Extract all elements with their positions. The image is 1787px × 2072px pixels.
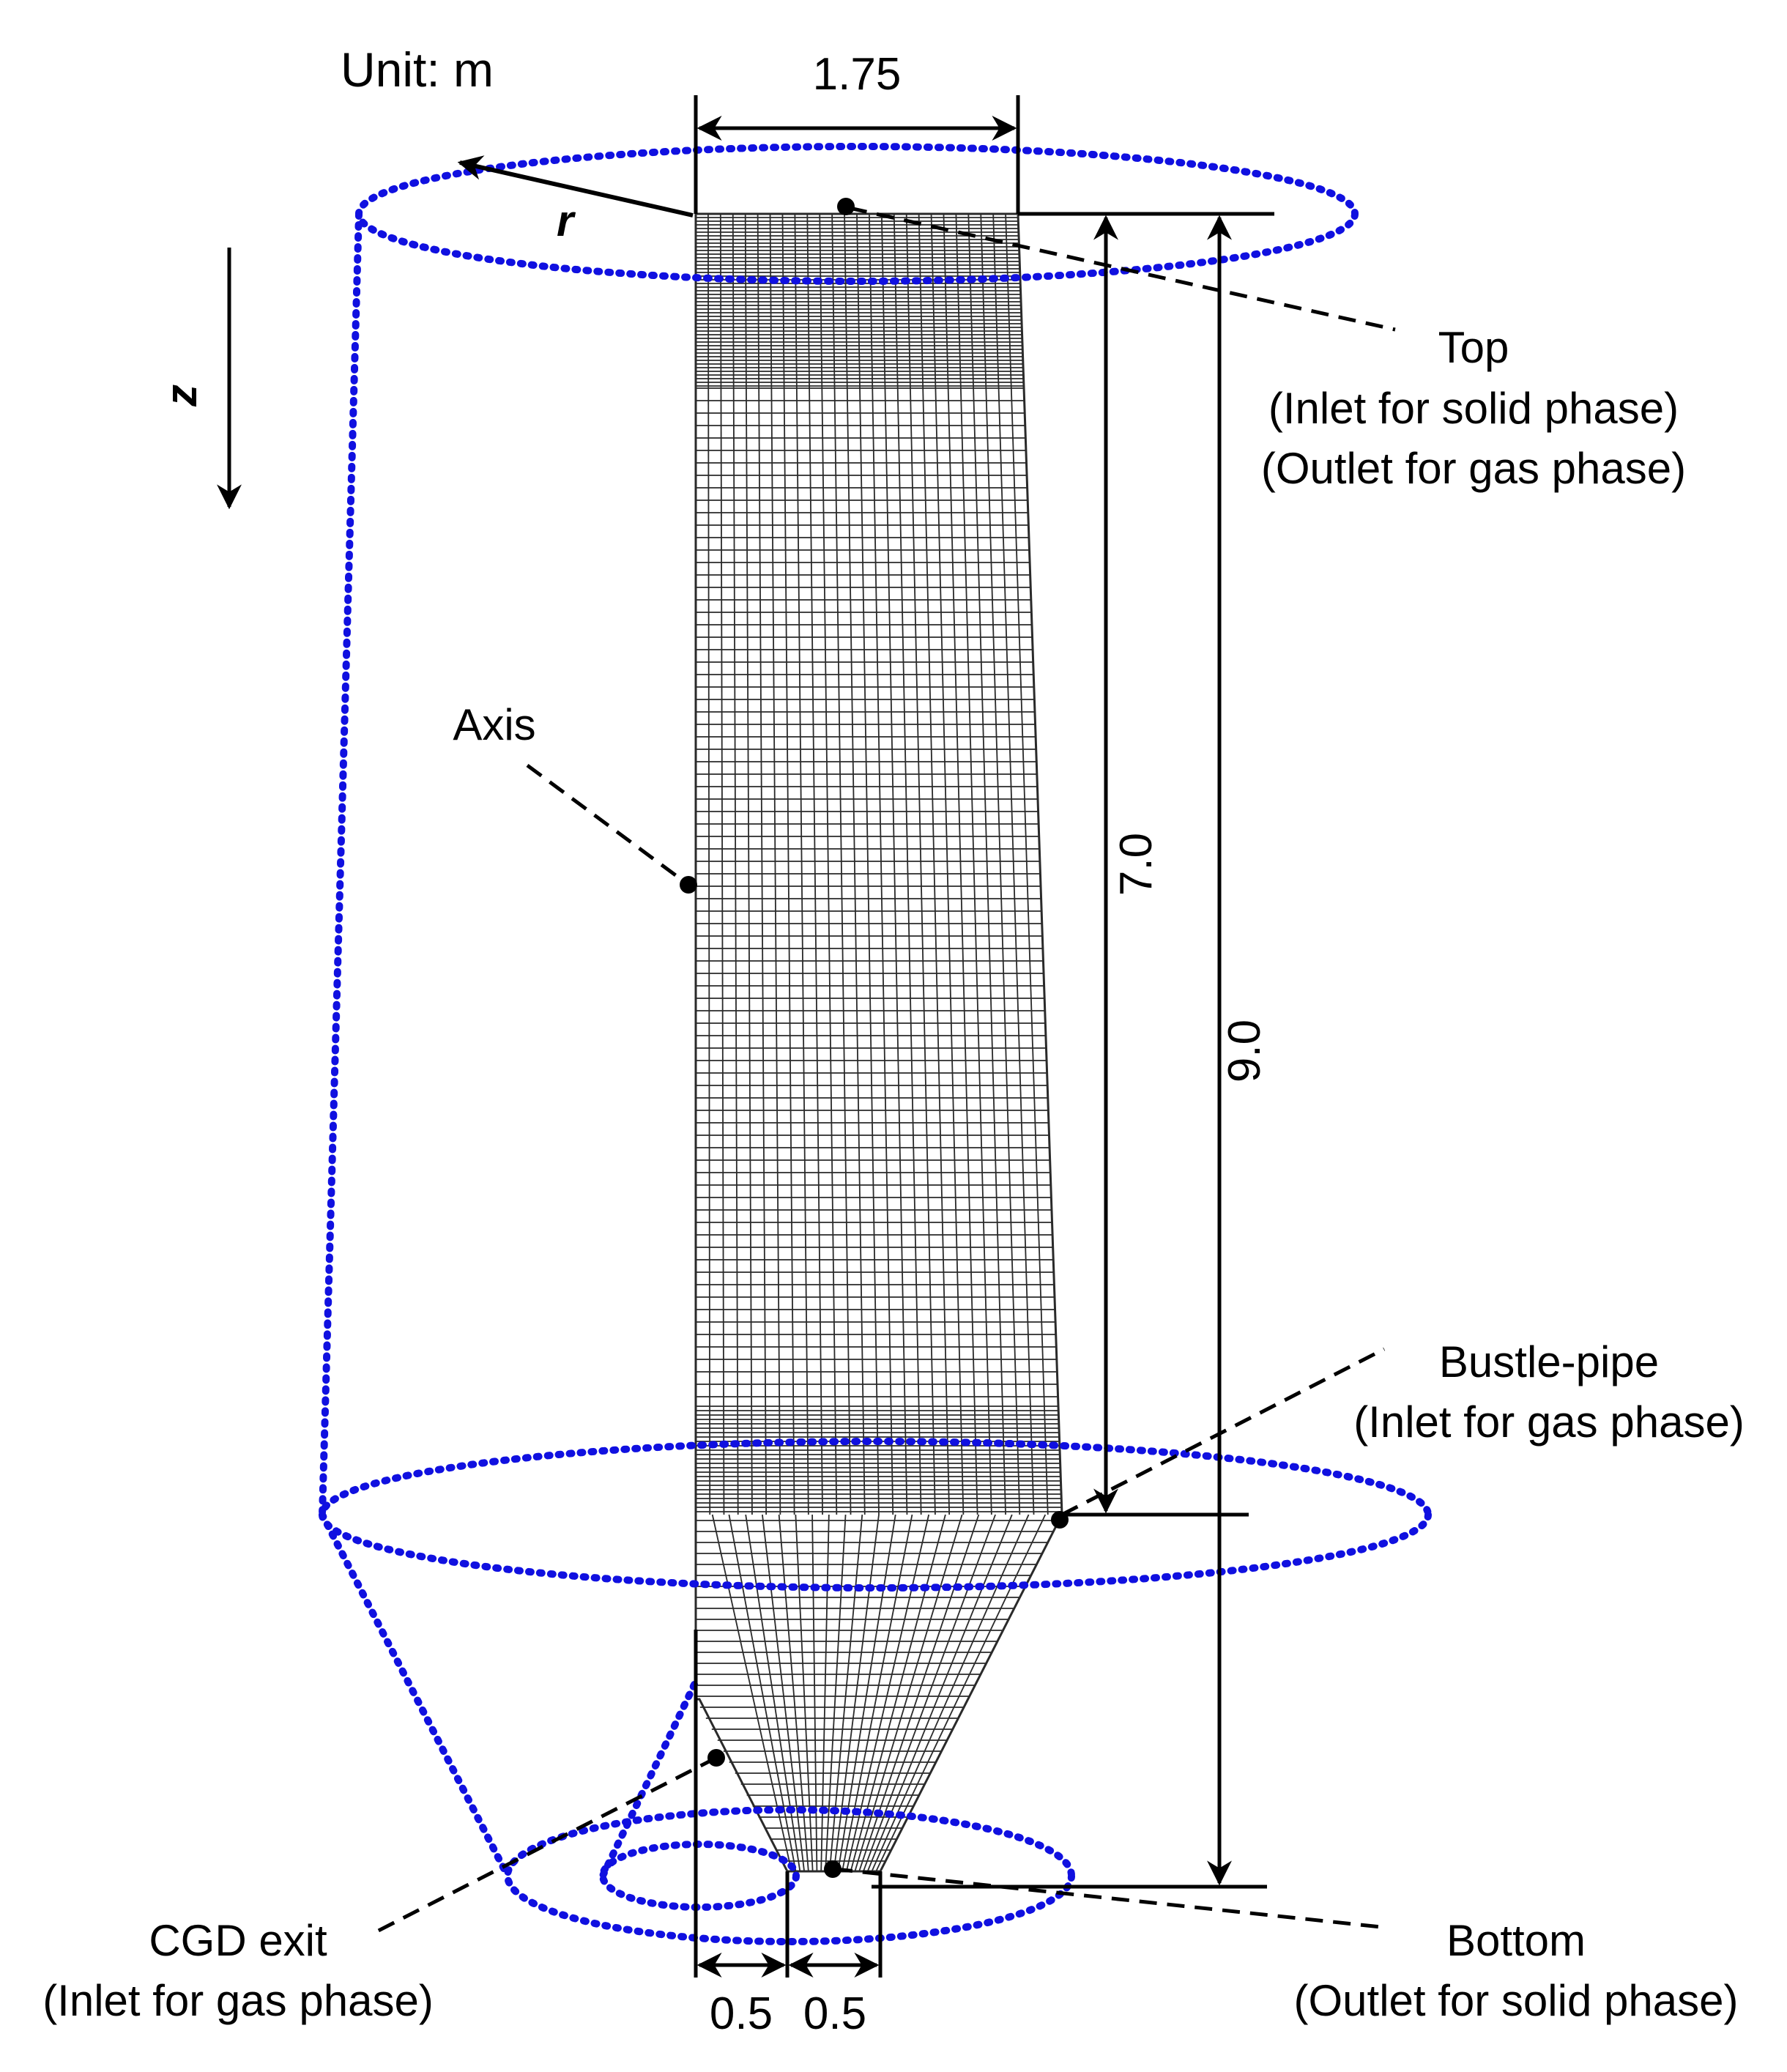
r-axis-label: r — [557, 196, 576, 245]
bustle-line1: (Inlet for gas phase) — [1353, 1397, 1745, 1447]
cgd-dot — [707, 1749, 725, 1767]
total-height-value: 9.0 — [1219, 1020, 1270, 1083]
z-axis-label: z — [157, 385, 206, 407]
r-axis-arrow — [457, 155, 694, 218]
top-leader — [849, 206, 1396, 332]
callout-dots — [680, 198, 1069, 1878]
computational-mesh — [694, 212, 1063, 1873]
top-width-value: 1.75 — [813, 49, 902, 100]
extension-lines — [872, 212, 1274, 1889]
top-line1: (Inlet for solid phase) — [1268, 384, 1679, 433]
reactor-3d-outline — [319, 143, 1432, 1945]
bustle-height-value: 7.0 — [1111, 833, 1162, 896]
axis-label: Axis — [453, 700, 535, 749]
bottom-inner-ellipse — [599, 1841, 800, 1911]
top-width-dimension — [694, 95, 1020, 214]
bustle-leader — [1060, 1347, 1386, 1517]
left-shaft-wall — [319, 210, 363, 1518]
top-line2: (Outlet for gas phase) — [1261, 444, 1686, 493]
axis-leader — [526, 763, 690, 887]
cgd-leader — [368, 1756, 718, 1937]
left-cone-wall — [319, 1511, 511, 1879]
bottom-dot — [824, 1860, 842, 1878]
cgd-line1: (Inlet for gas phase) — [42, 1976, 434, 2025]
cgd-title: CGD exit — [149, 1916, 327, 1965]
bottom-width-dimensions — [694, 1630, 883, 1978]
bustle-dot — [1051, 1511, 1069, 1529]
cgd-gap-value: 0.5 — [710, 1989, 773, 2039]
cgd-wall — [599, 1681, 698, 1879]
bustle-title: Bustle-pipe — [1439, 1337, 1659, 1386]
callout-leaders — [368, 206, 1396, 1937]
top-title: Top — [1438, 323, 1509, 372]
top-dot — [837, 198, 855, 215]
unit-label: Unit: m — [341, 42, 494, 97]
bottom-title: Bottom — [1446, 1916, 1586, 1965]
bottom-outer-ellipse — [504, 1806, 1075, 1945]
bottom-leader — [834, 1867, 1389, 1930]
outlet-width-value: 0.5 — [803, 1989, 866, 2039]
axis-dot — [680, 876, 697, 894]
bottom-line1: (Outlet for solid phase) — [1294, 1976, 1739, 2025]
